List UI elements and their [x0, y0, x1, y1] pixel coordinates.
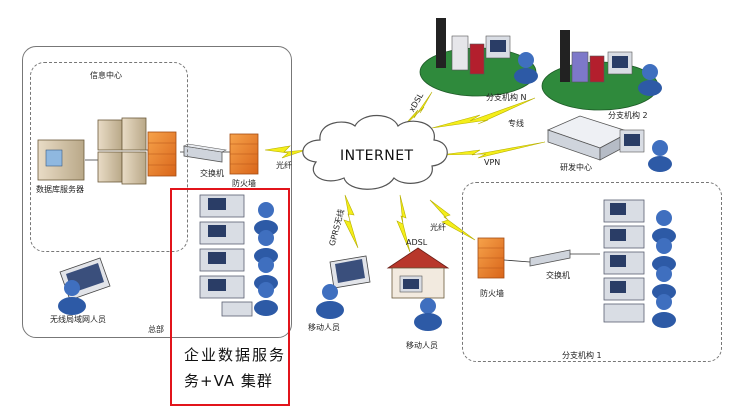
fiber-branch-label: 光纤 [430, 223, 446, 232]
branch-1-boundary [462, 182, 722, 362]
hq-label: 总部 [148, 325, 164, 334]
wireless-user-graphic [58, 257, 111, 315]
enterprise-cluster-highlight [170, 188, 290, 406]
db-server-label: 数据库服务器 [36, 185, 84, 194]
info-center-boundary [30, 62, 188, 252]
vpn-bolt [439, 141, 546, 159]
lightning-links [264, 91, 546, 253]
branch-fiber-bolt [429, 199, 476, 241]
mobile-user-1-label: 移动人员 [308, 323, 340, 332]
adsl-bolt [396, 194, 411, 253]
info-center-label: 信息中心 [90, 71, 122, 80]
leased-line-bolt [431, 97, 536, 129]
switch-branch-label: 交换机 [546, 271, 570, 280]
branch-n-label: 分支机构 N [486, 93, 527, 102]
leased-line-label: 专线 [508, 119, 524, 128]
internet-cloud [302, 114, 448, 190]
xdsl-bolt [399, 91, 433, 131]
hq-firewall-graphic [147, 131, 259, 177]
gprs-bolt [343, 194, 359, 249]
firewall-branch-label: 防火墙 [480, 289, 504, 298]
hq-boundary [22, 46, 292, 338]
va-cluster-label: 务+VA 集群 [184, 372, 273, 390]
hq-switch-graphic [183, 143, 227, 163]
branch-2-label: 分支机构 2 [608, 111, 648, 120]
mobile-user-1-graphic [316, 255, 371, 319]
wireless-user-label: 无线局域网人员 [50, 315, 106, 324]
mobile-user-2-graphic [386, 247, 450, 331]
adsl-label: ADSL [406, 238, 428, 247]
branch-n-graphic [419, 18, 538, 97]
vpn-label: VPN [484, 158, 501, 167]
server-stack-graphic [97, 117, 147, 185]
hq-pc-cluster-graphic [199, 194, 278, 317]
switch-hq-label: 交换机 [200, 169, 224, 178]
branch-2-graphic [541, 30, 662, 111]
db-server-graphic [37, 139, 85, 181]
internet-label: INTERNET [340, 148, 414, 164]
rd-center-label: 研发中心 [560, 163, 592, 172]
firewall-hq-label: 防火墙 [232, 179, 256, 188]
branch-1-graphic [477, 199, 676, 328]
branch-1-label: 分支机构 1 [562, 351, 602, 360]
fiber-hq-label: 光纤 [276, 161, 292, 170]
enterprise-service-label: 企业数据服务 [184, 346, 287, 364]
rd-center-graphic [546, 115, 672, 172]
mobile-user-2-label: 移动人员 [406, 341, 438, 350]
